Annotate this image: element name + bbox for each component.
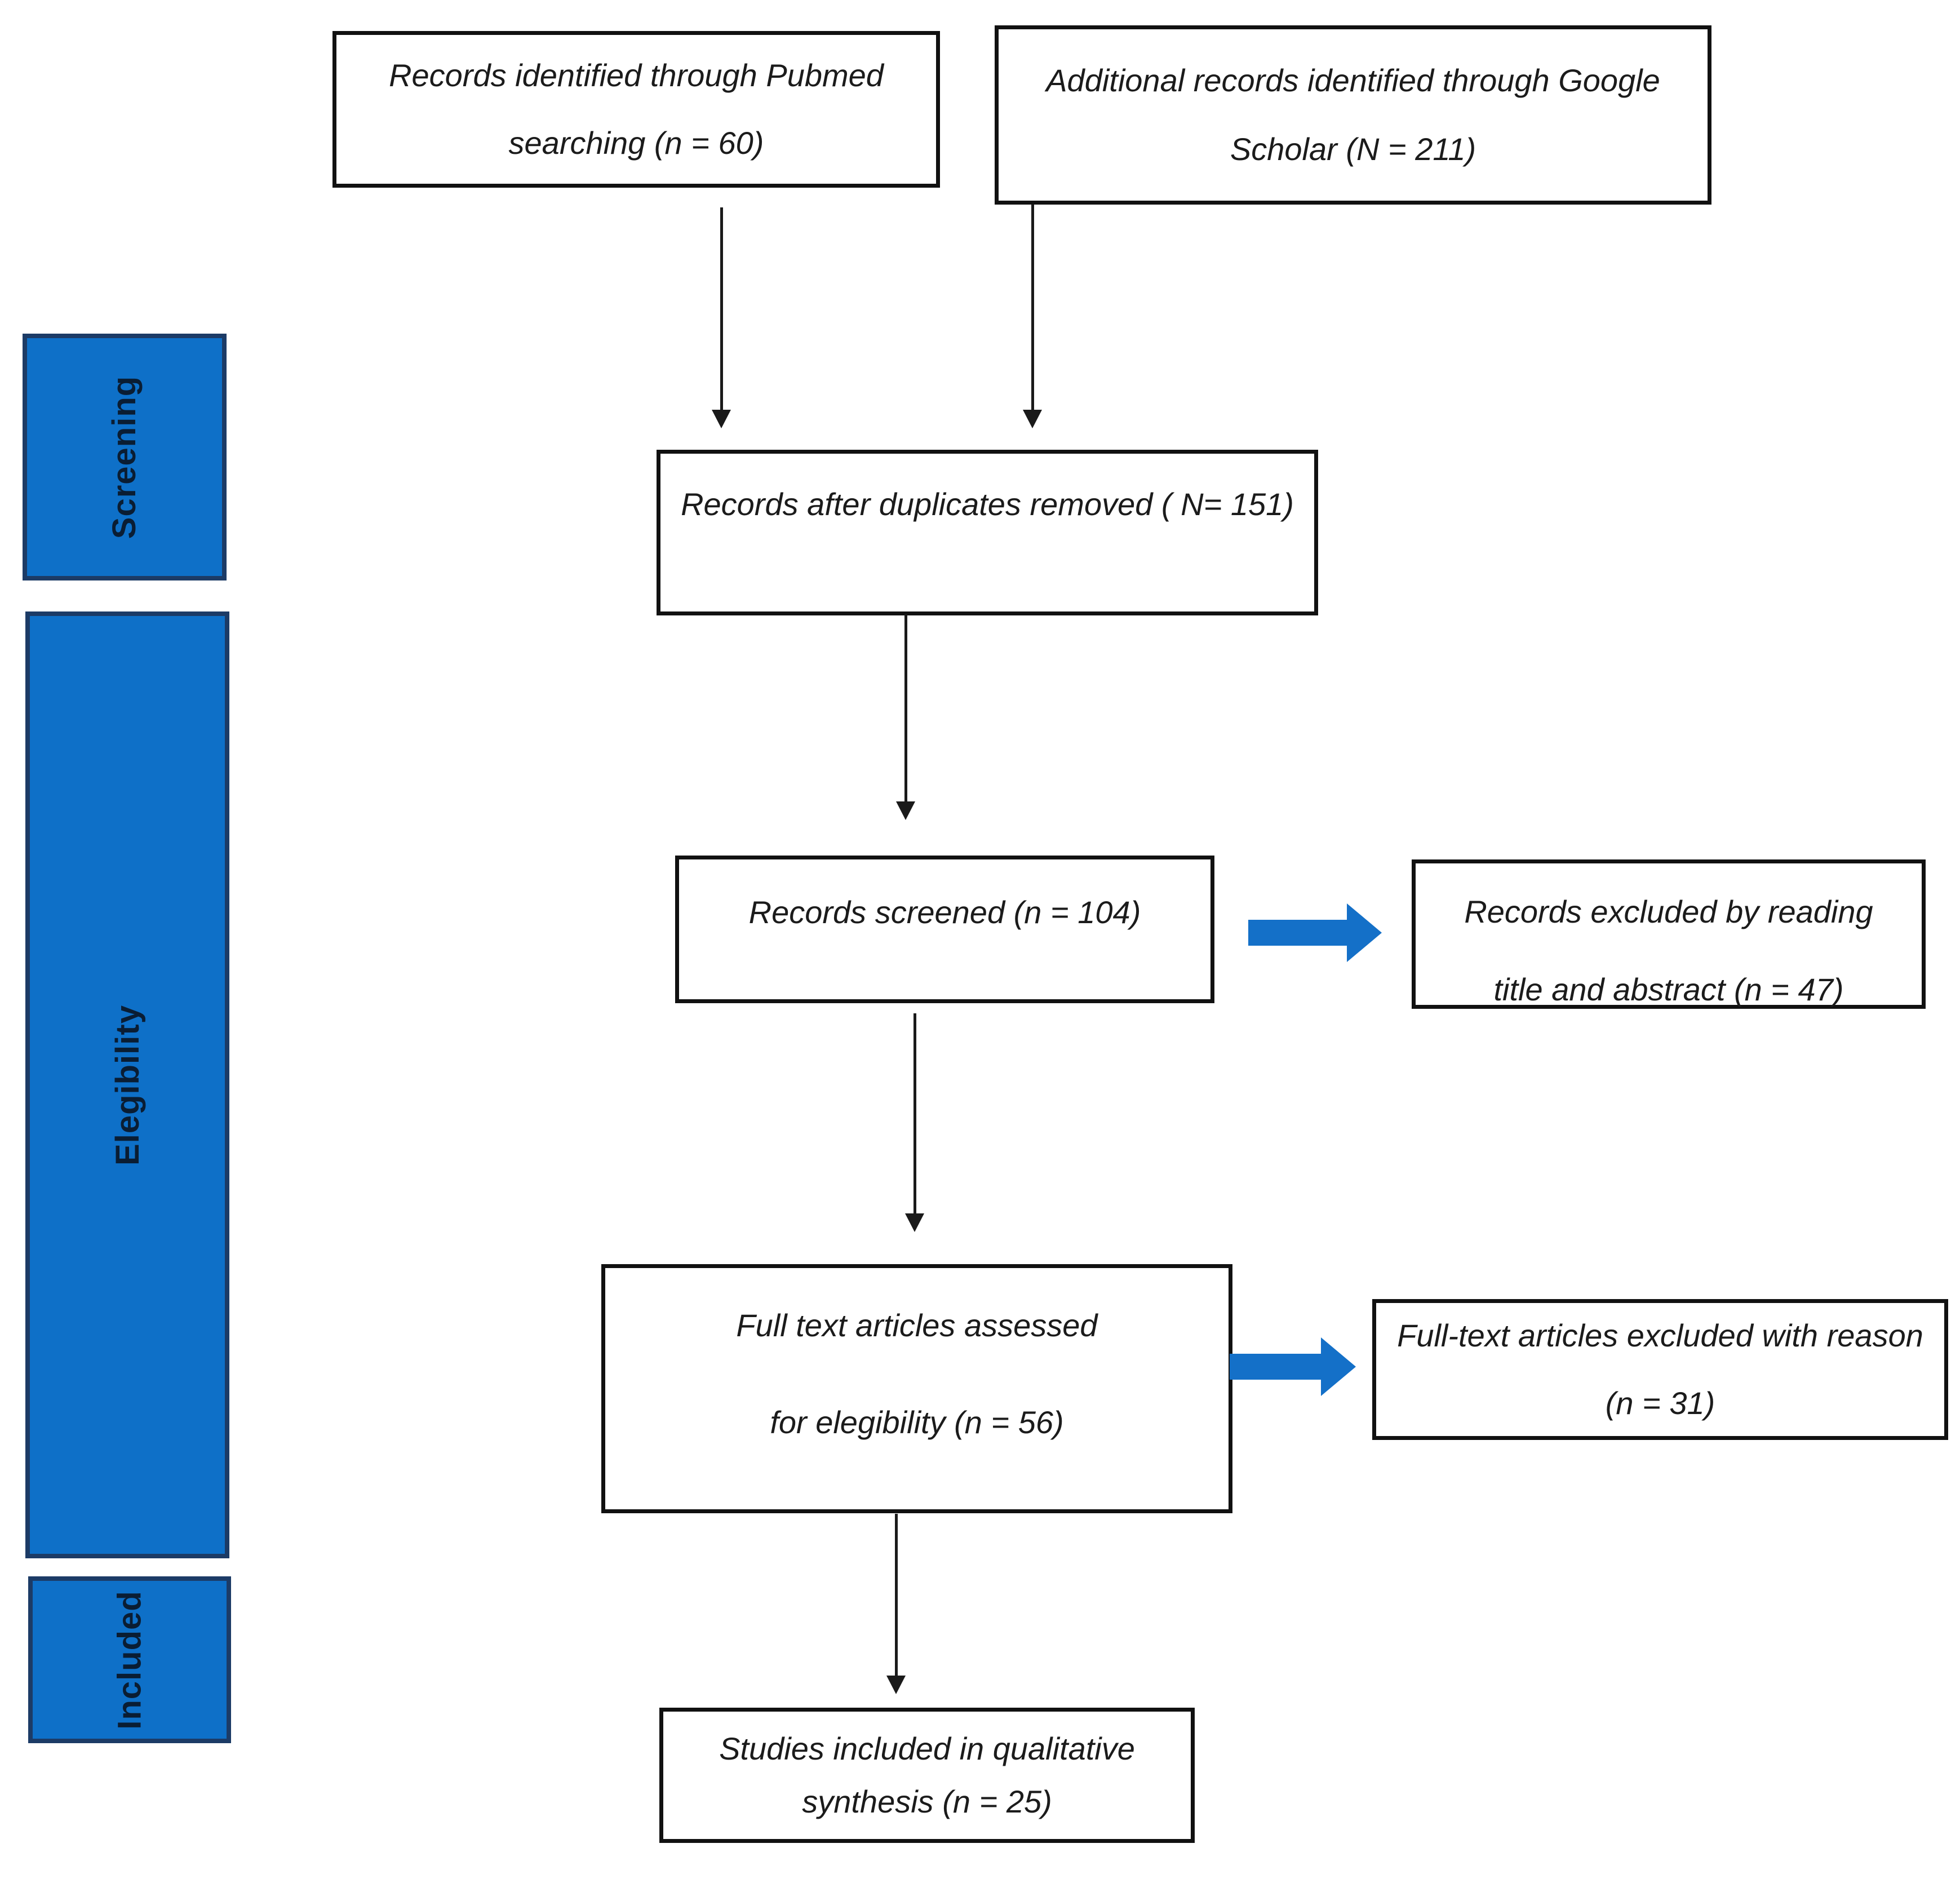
arrow-line	[1031, 204, 1034, 410]
box-additional-records-google-scholar: Additional records identified through Go…	[995, 25, 1711, 205]
box-text-line: Records screened (n = 104)	[748, 894, 1141, 930]
arrow-line	[904, 614, 907, 801]
box-text-line: Full-text articles excluded with reason	[1397, 1318, 1923, 1354]
sidebar-stage-included-label: Included	[111, 1590, 148, 1730]
box-records-after-duplicates: Records after duplicates removed ( N= 15…	[657, 450, 1318, 615]
box-text-line: Full text articles assessed	[736, 1308, 1098, 1343]
sidebar-stage-elegibility-label: Elegibility	[109, 1004, 146, 1165]
arrow-fulltext-to-included	[886, 1514, 906, 1694]
sidebar-stage-included: Included	[28, 1576, 231, 1743]
arrow-head-icon	[1347, 903, 1382, 962]
arrow-line	[1248, 920, 1347, 946]
arrow-fulltext-to-excluded	[1230, 1337, 1356, 1396]
box-records-screened: Records screened (n = 104)	[675, 856, 1214, 1003]
arrow-head-icon	[712, 410, 731, 428]
box-text-line: searching (n = 60)	[508, 125, 764, 161]
sidebar-stage-elegibility: Elegibility	[25, 611, 229, 1558]
arrow-line	[894, 1514, 898, 1676]
box-text-line: Records identified through Pubmed	[389, 57, 884, 94]
box-studies-included-qualitative: Studies included in qualitative synthesi…	[659, 1708, 1195, 1843]
sidebar-stage-screening: Screening	[23, 334, 227, 580]
arrow-line	[913, 1013, 916, 1213]
box-text-line: Records excluded by reading	[1464, 894, 1873, 929]
arrow-head-icon	[886, 1676, 906, 1694]
arrow-head-icon	[1023, 410, 1042, 428]
arrow-pubmed-to-duplicates	[711, 207, 731, 428]
box-text-line: synthesis (n = 25)	[802, 1784, 1052, 1819]
arrow-screened-to-excluded	[1248, 903, 1382, 962]
arrow-head-icon	[905, 1213, 924, 1232]
box-text-line: Records after duplicates removed ( N= 15…	[681, 486, 1294, 522]
box-fulltext-excluded-with-reason: Full-text articles excluded with reason …	[1372, 1299, 1948, 1440]
arrow-line	[1230, 1354, 1321, 1380]
arrow-duplicates-to-screened	[895, 614, 916, 820]
arrow-screened-to-fulltext	[904, 1013, 925, 1232]
sidebar-stage-screening-label: Screening	[106, 375, 143, 539]
box-text-line: Scholar (N = 211)	[1230, 131, 1476, 167]
box-text-line: title and abstract (n = 47)	[1493, 971, 1844, 1007]
box-fulltext-assessed: Full text articles assessed for elegibil…	[601, 1264, 1232, 1513]
box-text-line: Studies included in qualitative	[719, 1731, 1135, 1767]
arrow-line	[720, 207, 723, 410]
arrow-google-to-duplicates	[1022, 204, 1043, 428]
arrow-head-icon	[896, 801, 915, 820]
box-text-line: (n = 31)	[1605, 1385, 1715, 1421]
arrow-head-icon	[1321, 1337, 1356, 1396]
box-records-excluded-title-abstract: Records excluded by reading title and ab…	[1412, 859, 1926, 1009]
box-text-line: for elegibility (n = 56)	[770, 1404, 1064, 1440]
box-text-line: Additional records identified through Go…	[1046, 63, 1660, 99]
box-records-identified-pubmed: Records identified through Pubmed search…	[332, 31, 940, 188]
